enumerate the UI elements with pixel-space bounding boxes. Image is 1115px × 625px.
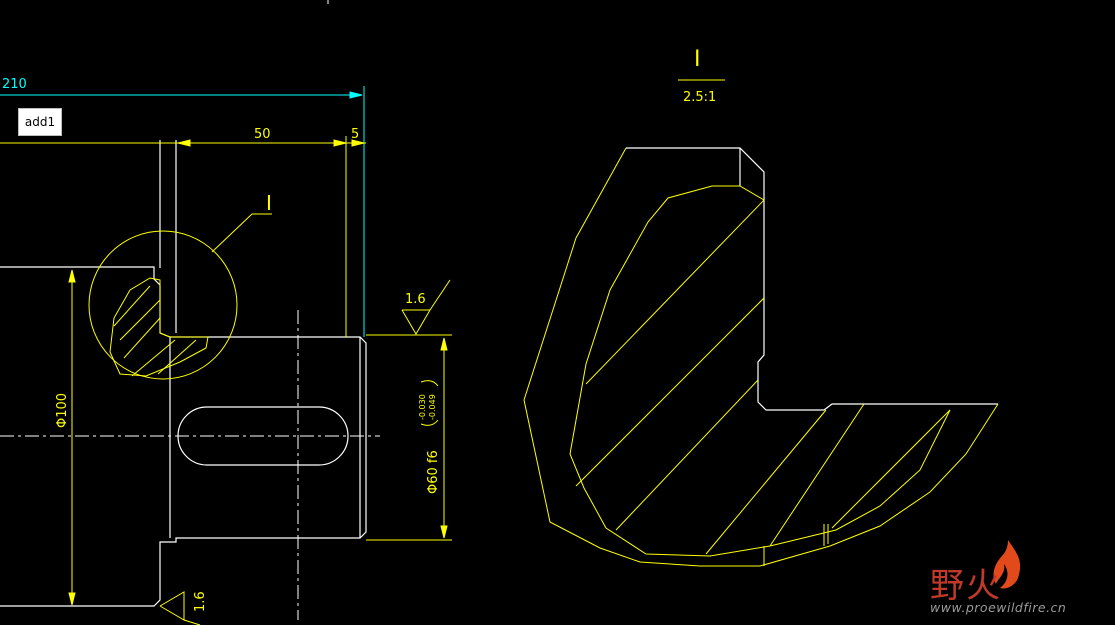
roughness-symbol-bottom xyxy=(159,591,201,625)
detail-scale: 2.5:1 xyxy=(683,90,716,105)
flame-icon xyxy=(993,540,1021,589)
watermark: 野火 www.proewildfire.cn xyxy=(928,538,1108,618)
tolerance-upper: -0.030 xyxy=(418,394,427,420)
command-tooltip: add1 xyxy=(18,108,62,136)
detail-view-section xyxy=(523,147,999,567)
detail-callout-label: I xyxy=(266,191,272,215)
dimension-lines xyxy=(0,136,452,606)
roughness-top-label: 1.6 xyxy=(405,292,426,307)
dimension-phi60-label: Φ60 f6 xyxy=(426,450,441,494)
shaft-outline xyxy=(0,140,367,607)
watermark-text: 野火 xyxy=(930,566,1002,606)
dimension-210 xyxy=(0,86,365,337)
tolerance-lower: -0.049 xyxy=(428,394,437,420)
dimension-phi100-label: Φ100 xyxy=(55,393,70,428)
roughness-symbol-top xyxy=(401,279,451,335)
roughness-bottom-label: 1.6 xyxy=(193,591,208,612)
watermark-url: www.proewildfire.cn xyxy=(930,600,1067,615)
dimension-210-label: 210 xyxy=(2,77,27,92)
detail-title: I xyxy=(694,47,701,72)
detail-view-outline xyxy=(626,147,998,411)
detail-callout xyxy=(88,213,272,380)
tolerance-bracket xyxy=(420,380,439,426)
center-lines xyxy=(0,310,380,620)
dimension-5-label: 5 xyxy=(351,127,359,142)
dimension-50-label: 50 xyxy=(254,127,271,142)
command-tooltip-label: add1 xyxy=(24,115,56,129)
